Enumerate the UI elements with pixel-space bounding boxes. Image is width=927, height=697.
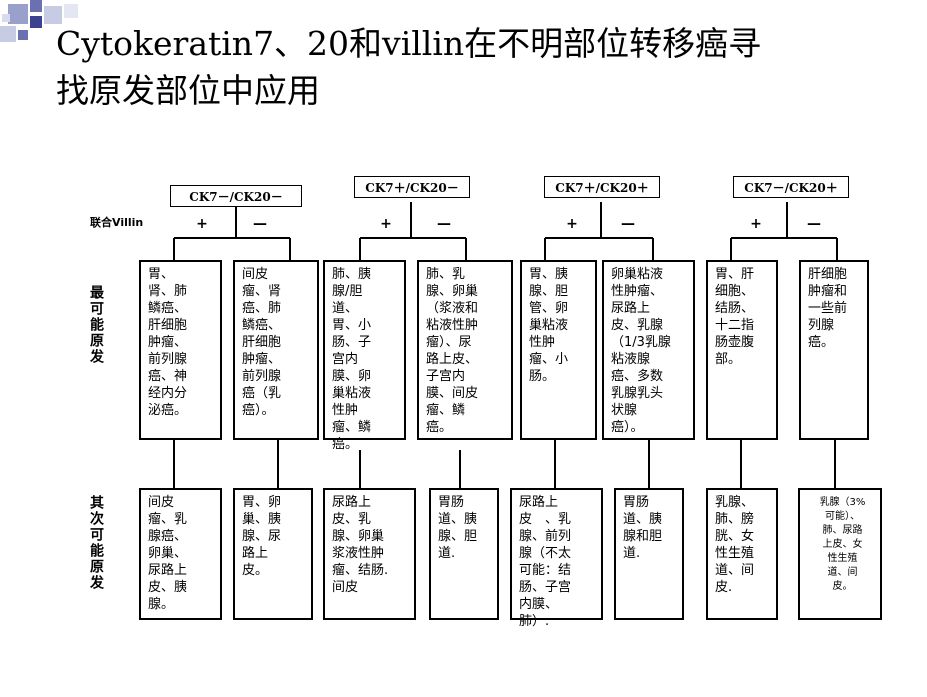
villin-plus-sign: + bbox=[380, 216, 392, 232]
villin-minus-sign: — bbox=[253, 216, 267, 232]
likely-box-ck7pos-ck20neg-villin-pos: 肺、胰 腺/胆 道、 胃、小 肠、子 宫内 膜、卵 巢粘液 性肿 瘤、鳞 癌。 bbox=[323, 260, 406, 452]
villin-plus-sign: + bbox=[750, 216, 762, 232]
likely-box-ck7neg-ck20pos-villin-neg: 肝细胞 肿瘤和 一些前 列腺 癌。 bbox=[799, 260, 869, 440]
other-box-ck7neg-ck20pos-villin-neg: 乳腺（3% 可能）、 肺、尿路 上皮、女 性生殖 道、间 皮。 bbox=[798, 488, 882, 620]
villin-plus-sign: + bbox=[196, 216, 208, 232]
villin-minus-sign: — bbox=[621, 216, 635, 232]
corner-decoration bbox=[0, 0, 130, 60]
group-header-ck7neg-ck20neg: CK7－/CK20－ bbox=[170, 185, 302, 207]
other-box-ck7neg-ck20neg-villin-neg: 胃、卵 巢、胰 腺、尿 路上 皮。 bbox=[233, 488, 313, 620]
group-header-ck7pos-ck20pos: CK7＋/CK20＋ bbox=[544, 176, 660, 198]
likely-box-ck7neg-ck20pos-villin-pos: 胃、肝 细胞、 结肠、 十二指 肠壶腹 部。 bbox=[706, 260, 778, 440]
likely-box-ck7pos-ck20pos-villin-pos: 胃、胰 腺、胆 管、卵 巢粘液 性肿 瘤、小 肠。 bbox=[520, 260, 597, 440]
villin-minus-sign: — bbox=[437, 216, 451, 232]
villin-minus-sign: — bbox=[807, 216, 821, 232]
slide-title: Cytokeratin7、20和villin在不明部位转移癌寻 找原发部位中应用 bbox=[56, 24, 762, 110]
villin-plus-sign: + bbox=[566, 216, 578, 232]
side-label-most-likely: 最可能原发 bbox=[88, 285, 104, 365]
likely-box-ck7pos-ck20pos-villin-neg: 卵巢粘液 性肿瘤、 尿路上 皮、乳腺 （1/3乳腺 粘液腺 癌、多数 乳腺乳头 … bbox=[602, 260, 695, 440]
likely-box-ck7neg-ck20neg-villin-pos: 胃、 肾、肺 鳞癌、 肝细胞 肿瘤、 前列腺 癌、神 经内分 泌癌。 bbox=[139, 260, 222, 440]
other-box-ck7neg-ck20neg-villin-pos: 间皮 瘤、乳 腺癌、 卵巢、 尿路上 皮、胰 腺。 bbox=[139, 488, 222, 620]
other-box-ck7neg-ck20pos-villin-pos: 乳腺、 肺、膀 胱、女 性生殖 道、间 皮. bbox=[706, 488, 778, 620]
villin-label: 联合Villin bbox=[90, 216, 144, 229]
likely-box-ck7pos-ck20neg-villin-neg: 肺、乳 腺、卵巢 （浆液和 粘液性肿 瘤）、尿 路上皮、 子宫内 膜、间皮 瘤、… bbox=[417, 260, 513, 440]
group-header-ck7neg-ck20pos: CK7－/CK20＋ bbox=[733, 176, 849, 198]
other-box-ck7pos-ck20pos-villin-neg: 胃肠 道、胰 腺和胆 道. bbox=[614, 488, 684, 620]
other-box-ck7pos-ck20neg-villin-neg: 胃肠 道、胰 腺、胆 道. bbox=[429, 488, 499, 620]
group-header-ck7pos-ck20neg: CK7＋/CK20－ bbox=[354, 176, 470, 198]
side-label-less-likely: 其次可能原发 bbox=[88, 495, 104, 591]
likely-box-ck7neg-ck20neg-villin-neg: 间皮 瘤、肾 癌、肺 鳞癌、 肝细胞 肿瘤、 前列腺 癌（乳 癌）。 bbox=[233, 260, 319, 440]
other-box-ck7pos-ck20neg-villin-pos: 尿路上 皮、乳 腺、卵巢 浆液性肿 瘤、结肠. 间皮 bbox=[323, 488, 416, 620]
other-box-ck7pos-ck20pos-villin-pos: 尿路上 皮 、乳 腺、前列 腺（不太 可能：结 肠、子宫 内膜、 肺）. bbox=[510, 488, 603, 629]
